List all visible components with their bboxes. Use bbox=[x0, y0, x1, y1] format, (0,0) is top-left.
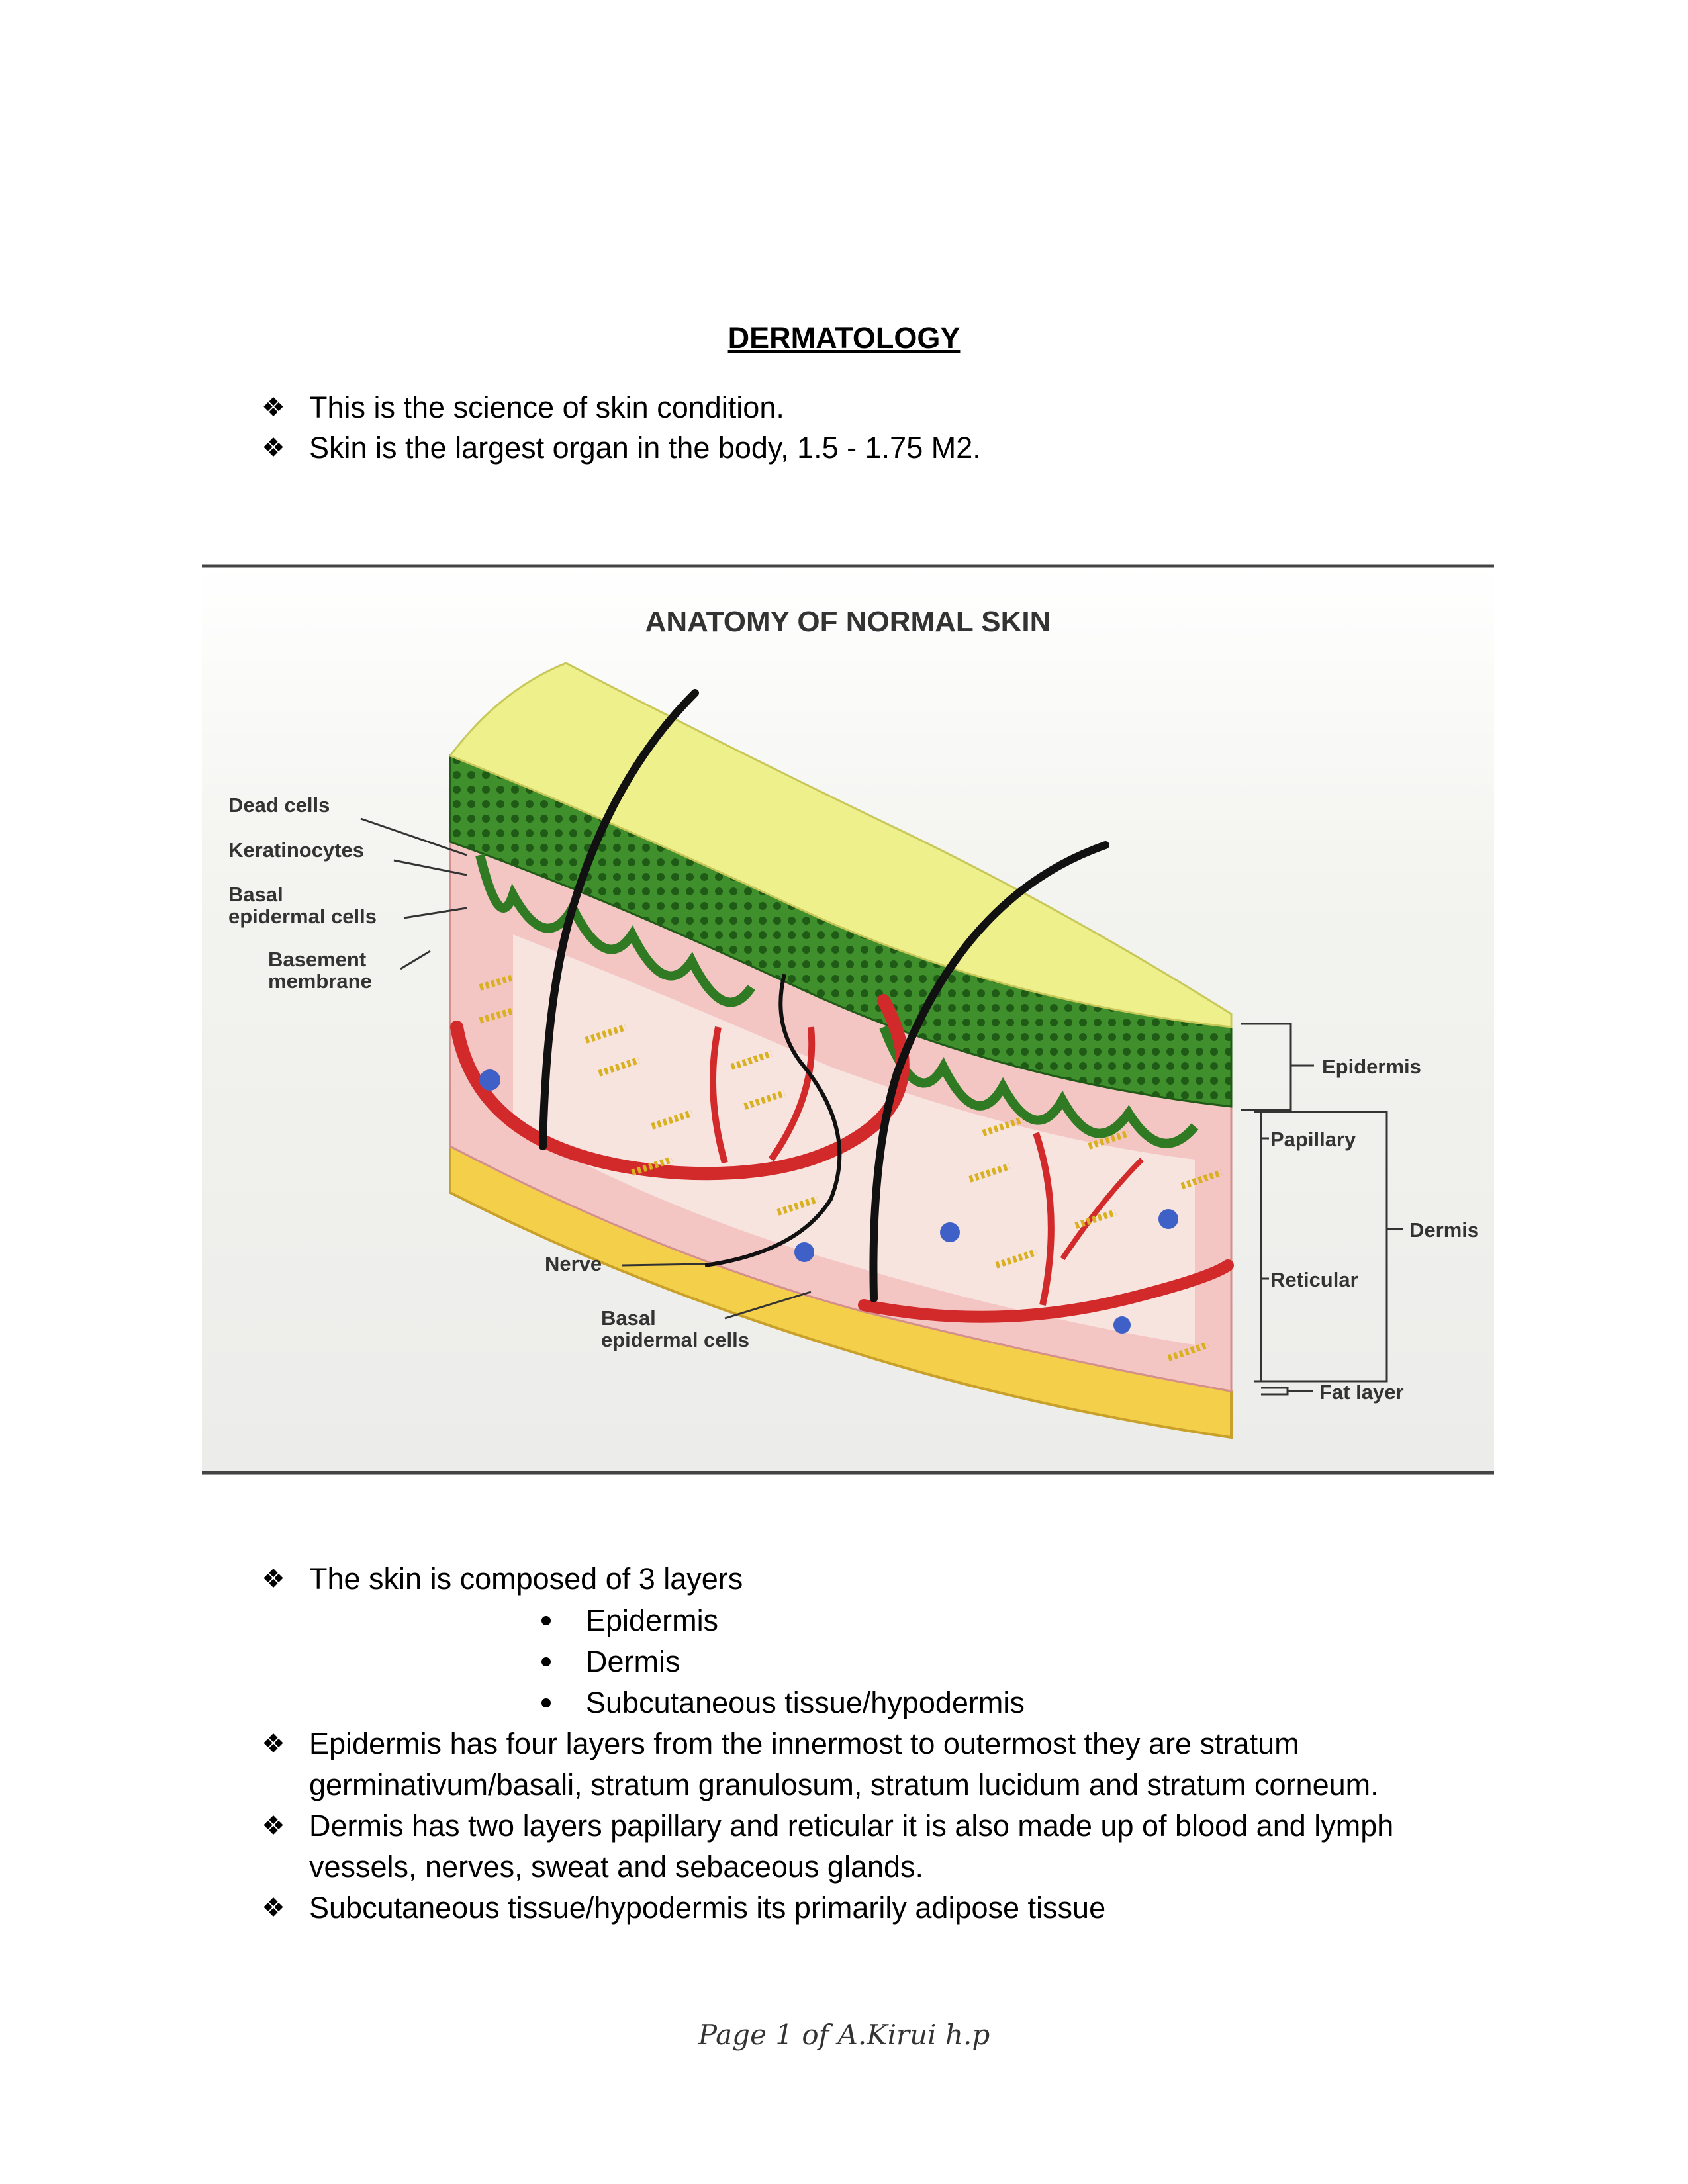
cell-marker bbox=[1113, 1316, 1131, 1334]
skin-anatomy-illustration: ANATOMY OF NORMAL SKIN bbox=[202, 564, 1494, 1475]
label-basal-bottom-line2: epidermal cells bbox=[601, 1328, 749, 1351]
nerve-fiber bbox=[704, 974, 842, 1267]
bullet-text: This is the science of skin condition. bbox=[309, 390, 784, 424]
label-papillary: Papillary bbox=[1270, 1128, 1356, 1151]
left-labels: Dead cells Keratinocytes Basal epidermal… bbox=[228, 794, 812, 1351]
diamond-bullet-icon: ❖ bbox=[261, 1893, 285, 1923]
label-keratinocytes: Keratinocytes bbox=[228, 839, 364, 862]
diamond-bullet-icon: ❖ bbox=[261, 1811, 285, 1841]
label-epidermis: Epidermis bbox=[1322, 1055, 1421, 1078]
blood-vessel-branch bbox=[710, 1026, 728, 1164]
bullet-text-line1: Epidermis has four layers from the inner… bbox=[309, 1727, 1299, 1760]
label-reticular: Reticular bbox=[1270, 1268, 1358, 1291]
blood-vessel-branch bbox=[1060, 1158, 1144, 1261]
round-bullet-icon bbox=[541, 1616, 551, 1625]
cell-marker bbox=[479, 1069, 500, 1091]
round-bullet-icon bbox=[541, 1698, 551, 1707]
label-basal-line1: Basal bbox=[228, 883, 283, 906]
hair-shaft bbox=[869, 841, 1109, 1302]
rete-ridges bbox=[475, 854, 755, 1007]
label-basal-line2: epidermal cells bbox=[228, 905, 377, 928]
layer-name: Dermis bbox=[586, 1645, 680, 1678]
label-nerve: Nerve bbox=[545, 1252, 602, 1275]
collagen-fibers bbox=[479, 974, 1223, 1361]
bullet-text-line1: Dermis has two layers papillary and reti… bbox=[309, 1809, 1394, 1843]
rete-ridges-right bbox=[879, 1025, 1199, 1148]
diamond-bullet-icon: ❖ bbox=[261, 393, 285, 422]
page-footer: Page 1 of A.Kirui h.p bbox=[698, 2019, 990, 2051]
blood-vessel bbox=[450, 994, 910, 1181]
round-bullet-icon bbox=[541, 1657, 551, 1666]
hair-shaft bbox=[539, 689, 699, 1150]
bullet-text: Skin is the largest organ in the body, 1… bbox=[309, 431, 981, 465]
bullet-text-line2: germinativum/basali, stratum granulosum,… bbox=[309, 1768, 1379, 1801]
label-basal-bottom-line1: Basal bbox=[601, 1306, 656, 1330]
bullet-text: The skin is composed of 3 layers bbox=[309, 1562, 743, 1596]
label-basement-line1: Basement bbox=[268, 948, 366, 971]
right-brackets bbox=[1241, 1023, 1403, 1396]
label-dead-cells: Dead cells bbox=[228, 794, 330, 817]
blood-vessel-branch bbox=[1033, 1132, 1055, 1306]
blood-vessel-branch bbox=[768, 1026, 816, 1161]
bullet-text-line1: Subcutaneous tissue/hypodermis its prima… bbox=[309, 1891, 1106, 1925]
layer-name: Subcutaneous tissue/hypodermis bbox=[586, 1686, 1025, 1719]
diamond-bullet-icon: ❖ bbox=[261, 1565, 285, 1594]
label-dermis: Dermis bbox=[1409, 1218, 1479, 1242]
label-fat-layer: Fat layer bbox=[1319, 1381, 1404, 1404]
skin-anatomy-figure: ANATOMY OF NORMAL SKIN bbox=[202, 564, 1494, 1475]
figure-heading: ANATOMY OF NORMAL SKIN bbox=[645, 606, 1051, 638]
blood-vessel bbox=[858, 1259, 1234, 1323]
cell-marker bbox=[794, 1242, 814, 1262]
bullet-text-line2: vessels, nerves, sweat and sebaceous gla… bbox=[309, 1850, 924, 1884]
layer-name: Epidermis bbox=[586, 1604, 719, 1637]
cell-marker bbox=[1158, 1209, 1178, 1229]
diamond-bullet-icon: ❖ bbox=[261, 433, 285, 463]
diamond-bullet-icon: ❖ bbox=[261, 1729, 285, 1758]
label-basement-line2: membrane bbox=[268, 970, 372, 993]
page-title: DERMATOLOGY bbox=[727, 321, 961, 355]
cell-marker bbox=[940, 1222, 960, 1242]
